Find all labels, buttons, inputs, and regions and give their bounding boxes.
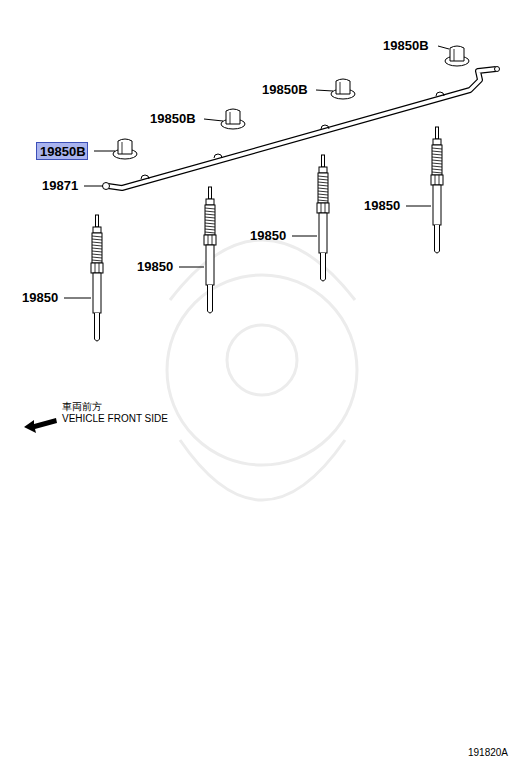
part-number: 19850B bbox=[150, 111, 196, 126]
highlighted-part-number: 19850B bbox=[36, 142, 88, 160]
glow-plugs bbox=[91, 127, 443, 341]
part-number: 19850 bbox=[22, 290, 58, 305]
leader-lines bbox=[64, 46, 449, 298]
part-number: 19850 bbox=[250, 228, 286, 243]
part-number: 19871 bbox=[42, 178, 78, 193]
front-arrow bbox=[24, 418, 57, 433]
plug-caps bbox=[113, 46, 469, 159]
connector-bar bbox=[103, 67, 500, 190]
part-number: 19850B bbox=[262, 82, 308, 97]
direction-note: 車両前方 bbox=[62, 401, 102, 413]
part-number: 19850B bbox=[40, 144, 87, 159]
part-number: 19850 bbox=[137, 259, 173, 274]
part-number: 19850 bbox=[364, 198, 400, 213]
figure-number: 191820A bbox=[468, 747, 508, 759]
direction-note: VEHICLE FRONT SIDE bbox=[62, 413, 168, 425]
watermark bbox=[167, 240, 357, 500]
part-number: 19850B bbox=[383, 38, 429, 53]
